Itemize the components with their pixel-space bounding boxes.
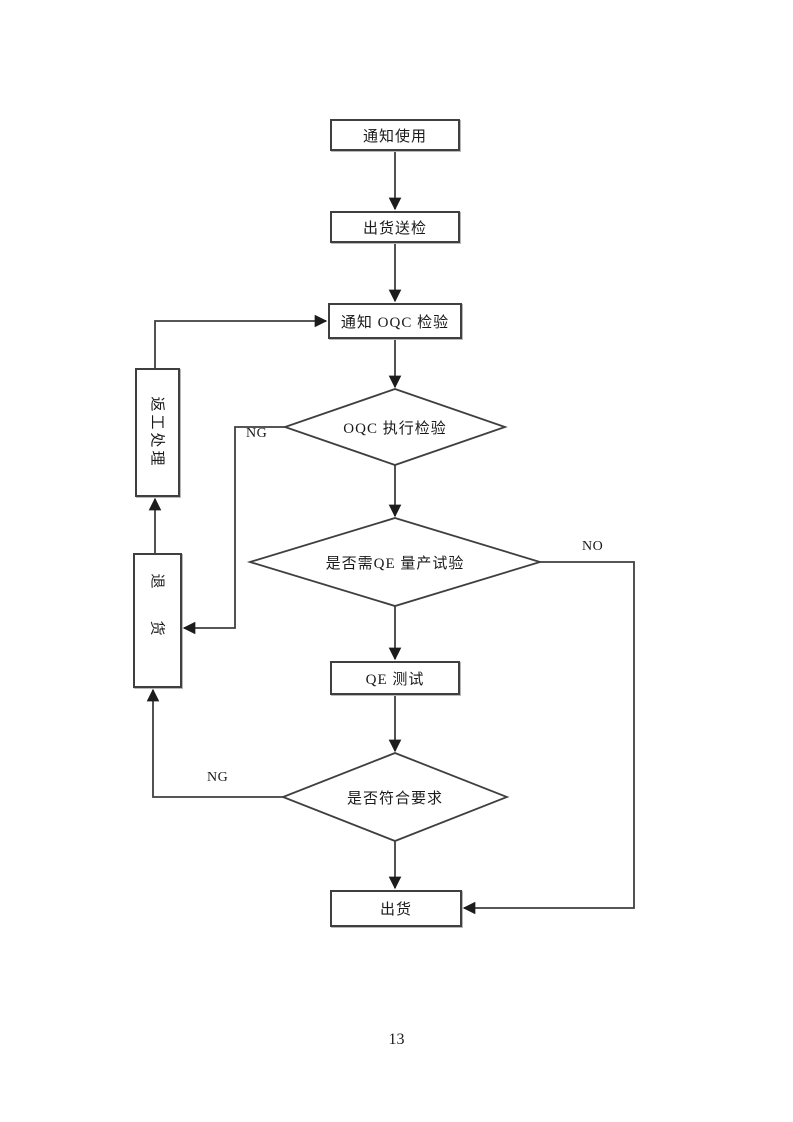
edge-need-qe-no-to-ship (462, 561, 635, 915)
node-notify-use: 通知使用 (330, 119, 460, 151)
edge-label-need-qe-no: NO (582, 539, 604, 554)
node-qe-test: QE 测试 (330, 661, 460, 695)
edge-label-oqc-ng: NG (246, 426, 268, 441)
node-ship-for-inspection: 出货送检 (330, 211, 460, 243)
node-rework-handling-label: 返工处理 (148, 396, 165, 469)
decision-oqc-inspection-label: OQC 执行检验 (343, 420, 447, 437)
node-ship: 出货 (330, 890, 462, 927)
node-rework-handling: 返工处理 (135, 368, 180, 497)
edge-label-requirements-ng: NG (207, 770, 229, 785)
node-return-goods: 退货 (133, 553, 182, 688)
edge-oqc-ng-to-return (182, 426, 285, 635)
decision-meets-requirements-label: 是否符合要求 (346, 790, 443, 807)
node-notify-oqc: 通知 OQC 检验 (328, 303, 462, 339)
decision-need-qe-test-label: 是否需QE 量产试验 (325, 555, 465, 572)
node-return-goods-label: 退货 (148, 573, 165, 668)
edge-rework-to-notify-oqc (154, 314, 328, 368)
page-number: 13 (388, 1031, 405, 1048)
